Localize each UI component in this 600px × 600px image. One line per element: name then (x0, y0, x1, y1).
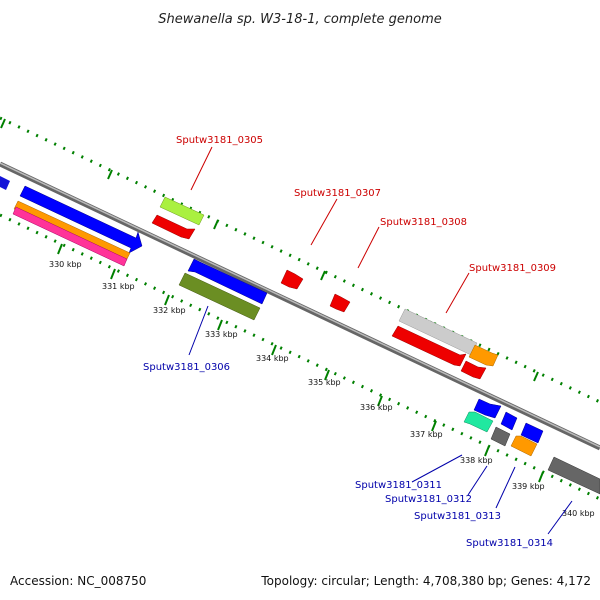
forward-genes (0, 174, 499, 380)
gene-arrow-0313[interactable] (510, 435, 538, 457)
gene-arrow-0314[interactable] (547, 456, 600, 495)
gene-arrow[interactable] (151, 214, 196, 240)
map-title: Shewanella sp. W3-18-1, complete genome (158, 12, 441, 27)
gene-arrow[interactable] (0, 174, 10, 190)
gene-arrow[interactable] (500, 411, 518, 431)
gene-arrow-0308[interactable] (391, 325, 467, 367)
gene-label-0314[interactable]: Sputw3181_0314 (466, 538, 553, 549)
tick-label-330: 330 kbp (49, 260, 82, 269)
gene-arrow[interactable] (187, 258, 268, 305)
tick-label-331: 331 kbp (102, 282, 135, 291)
tick-label-339: 339 kbp (512, 482, 545, 491)
gene-arrow[interactable] (329, 293, 351, 313)
tick-label-338: 338 kbp (460, 456, 493, 465)
inner-tick-track (0, 213, 600, 501)
gene-arrow[interactable] (520, 422, 544, 444)
tick-label-336: 336 kbp (360, 403, 393, 412)
tick-label-334: 334 kbp (256, 354, 289, 363)
gene-label-0307[interactable]: Sputw3181_0307 (294, 188, 381, 199)
gene-arrow[interactable] (460, 360, 487, 380)
tick-label-340: 340 kbp (562, 509, 595, 518)
accession-text: Accession: NC_008750 (10, 574, 146, 588)
gene-label-0312[interactable]: Sputw3181_0312 (385, 494, 472, 505)
callout-lines (188, 146, 573, 535)
gene-arrow-0311[interactable] (463, 411, 494, 433)
reverse-genes (12, 200, 600, 495)
gene-arrow[interactable] (19, 185, 143, 254)
gene-label-0305[interactable]: Sputw3181_0305 (176, 135, 263, 146)
genome-summary-text: Topology: circular; Length: 4,708,380 bp… (260, 574, 591, 588)
tick-label-333: 333 kbp (205, 330, 238, 339)
gene-labels: Sputw3181_0305 Sputw3181_0307 Sputw3181_… (143, 135, 556, 549)
gene-label-0311[interactable]: Sputw3181_0311 (355, 480, 442, 491)
tick-labels: 330 kbp 331 kbp 332 kbp 333 kbp 334 kbp … (49, 260, 595, 518)
gene-label-0309[interactable]: Sputw3181_0309 (469, 263, 556, 274)
gene-label-0313[interactable]: Sputw3181_0313 (414, 511, 501, 522)
gene-arrow[interactable] (468, 344, 499, 367)
genome-backbone (0, 161, 600, 451)
gene-arrow-0307[interactable] (280, 269, 304, 290)
gene-arrow[interactable] (473, 398, 502, 419)
gene-label-0308[interactable]: Sputw3181_0308 (380, 217, 467, 228)
gene-arrow[interactable] (12, 206, 128, 267)
gene-arrow-0305[interactable] (159, 196, 205, 226)
gene-arrow-0306[interactable] (178, 272, 261, 321)
tick-label-335: 335 kbp (308, 378, 341, 387)
outer-tick-track (0, 116, 600, 404)
tick-label-332: 332 kbp (153, 306, 186, 315)
tick-label-337: 337 kbp (410, 430, 443, 439)
gene-arrow-0312[interactable] (490, 426, 511, 447)
gene-label-0306[interactable]: Sputw3181_0306 (143, 362, 230, 373)
